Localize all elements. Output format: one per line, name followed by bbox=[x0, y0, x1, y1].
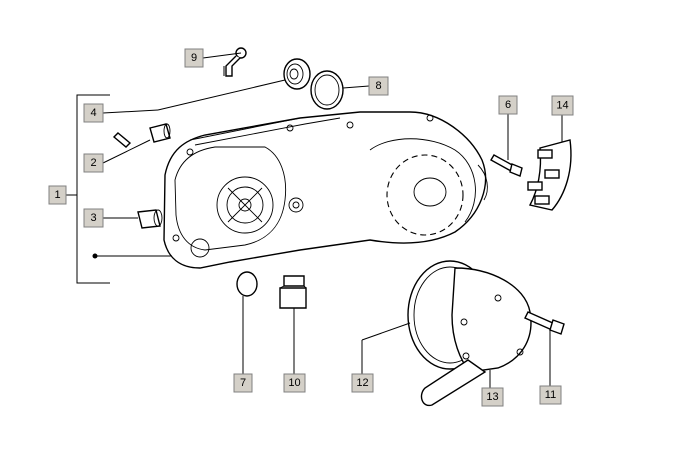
part-6-screw bbox=[490, 154, 523, 177]
callout-7-label: 7 bbox=[240, 377, 246, 389]
part-4-bearing bbox=[283, 58, 311, 90]
part-8-circlip bbox=[310, 70, 344, 110]
callout-9-label: 9 bbox=[191, 52, 197, 64]
part-7-plug bbox=[236, 271, 258, 297]
callout-6-label: 6 bbox=[505, 99, 511, 111]
callout-14: 14 bbox=[551, 95, 574, 116]
part-2-dowels bbox=[112, 123, 171, 148]
callout-10: 10 bbox=[283, 373, 306, 393]
callout-9: 9 bbox=[184, 48, 204, 68]
callout-2: 2 bbox=[83, 153, 104, 173]
callout-3-label: 3 bbox=[90, 212, 96, 224]
part-14-stud-plate bbox=[527, 139, 572, 211]
callout-14-label: 14 bbox=[556, 100, 568, 112]
transmission-cover bbox=[163, 111, 488, 269]
callout-7: 7 bbox=[233, 373, 253, 393]
callout-11-label: 11 bbox=[545, 389, 556, 401]
callout-6: 6 bbox=[498, 95, 518, 115]
leader-dot bbox=[92, 253, 98, 259]
part-3-bush bbox=[137, 209, 163, 229]
part-10-rubber-block bbox=[279, 275, 307, 309]
callout-4: 4 bbox=[83, 103, 104, 123]
part-9-hook-bracket bbox=[225, 47, 247, 77]
leader-lines bbox=[95, 52, 563, 388]
callout-8: 8 bbox=[368, 76, 389, 96]
part-11-screw bbox=[524, 311, 565, 335]
callout-2-label: 2 bbox=[90, 157, 96, 169]
callout-13: 13 bbox=[481, 387, 504, 407]
callout-1-label: 1 bbox=[54, 189, 60, 201]
callout-11: 11 bbox=[539, 385, 562, 405]
callout-3: 3 bbox=[83, 208, 104, 228]
callout-12: 12 bbox=[351, 373, 374, 393]
part-12-13-intake-housing bbox=[407, 260, 532, 407]
callout-4-label: 4 bbox=[90, 107, 96, 119]
callout-12-label: 12 bbox=[356, 377, 368, 389]
callout-13-label: 13 bbox=[486, 391, 498, 403]
group-bracket bbox=[65, 94, 110, 284]
callout-8-label: 8 bbox=[375, 80, 381, 92]
callout-1: 1 bbox=[48, 185, 67, 205]
callout-10-label: 10 bbox=[288, 377, 300, 389]
